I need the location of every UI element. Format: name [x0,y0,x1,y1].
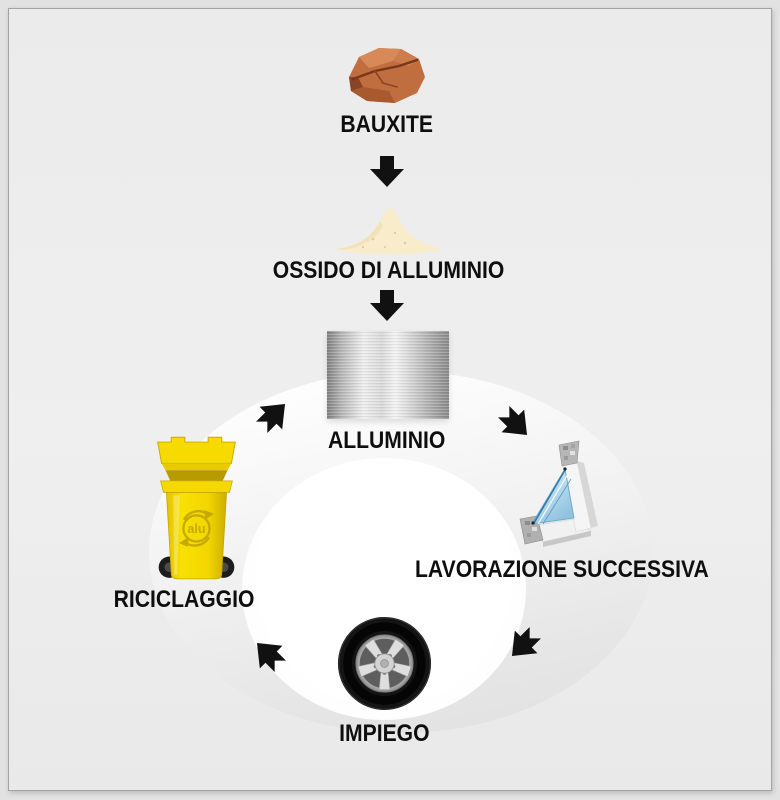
arrow-up-left-icon [256,642,286,672]
lavorazione-label: LAVORAZIONE SUCCESSIVA [415,556,709,583]
tire-icon [337,616,432,711]
recycling-bin-icon: alu [157,436,236,580]
impiego-label: IMPIEGO [338,720,430,747]
diagram-card: BAUXITE OSSIDO DI ALLUMINIO ALLUMINIO [8,8,772,791]
down-arrow-icon [370,156,404,187]
ossido-label: OSSIDO DI ALLUMINIO [273,257,505,284]
arrow-down-right-icon [498,406,528,436]
riciclaggio-label: RICICLAGGIO [113,586,255,613]
alluminio-label: ALLUMINIO [328,427,446,454]
arrow-up-right-icon [256,403,286,433]
bauxite-rock-icon [349,48,425,103]
wheel-spokes [357,638,412,690]
aluminum-lifecycle-diagram: BAUXITE OSSIDO DI ALLUMINIO ALLUMINIO [9,9,771,790]
bauxite-label: BAUXITE [340,111,434,138]
down-arrow-icon [370,290,404,321]
alumina-powder-icon [337,208,443,255]
aluminum-sheet-icon [327,331,449,419]
window-frame-icon [519,440,598,547]
arrow-down-left-icon [511,627,541,657]
alu-logo-text: alu [187,522,205,536]
